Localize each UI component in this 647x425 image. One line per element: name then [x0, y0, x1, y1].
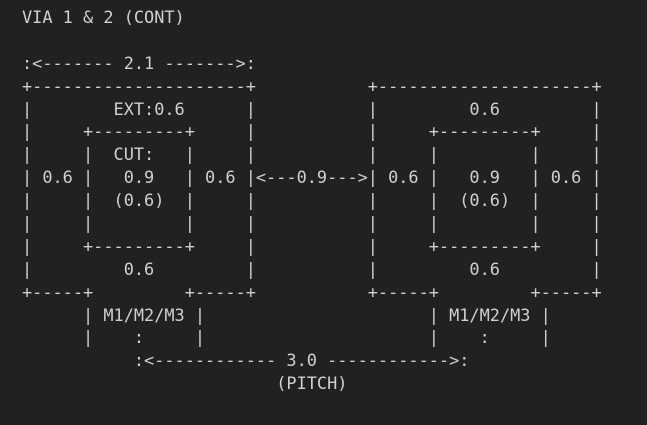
blank-line — [22, 29, 602, 52]
ext-bottom-labels-row: | 0.6 | | 0.6 | — [22, 258, 602, 279]
ext-labels-row: | EXT:0.6 | | 0.6 | — [22, 98, 602, 119]
cut-bottom-borders: | +---------+ | | +---------+ | — [22, 235, 602, 256]
cut-alt-size-row: | | (0.6) | | | | (0.6) | | — [22, 190, 602, 211]
pitch-dimension: :<------------ 3.0 ------------>: — [22, 350, 470, 371]
ext-width-dimension: :<------- 2.1 ------->: — [22, 52, 256, 73]
cut-label-row: | | CUT: | | | | | | — [22, 144, 602, 165]
cut-size-spacing-row: | 0.6 | 0.9 | 0.6 |<---0.9--->| 0.6 | 0.… — [22, 167, 602, 188]
cut-empty-row: | | | | | | | | — [22, 213, 602, 234]
pitch-label: (PITCH) — [22, 373, 348, 394]
metal-continuation-row: | : | | : | — [22, 327, 551, 348]
diagram-title: VIA 1 & 2 (CONT) — [22, 7, 185, 27]
cut-top-borders: | +---------+ | | +---------+ | — [22, 121, 602, 142]
via-top-borders: +---------------------+ +---------------… — [22, 75, 602, 96]
via-bottom-borders: +-----+ +-----+ +-----+ +-----+ — [22, 281, 602, 302]
ascii-via-diagram: VIA 1 & 2 (CONT):<------- 2.1 ------->:+… — [22, 6, 602, 395]
metal-layer-labels: | M1/M2/M3 | | M1/M2/M3 | — [22, 304, 551, 325]
